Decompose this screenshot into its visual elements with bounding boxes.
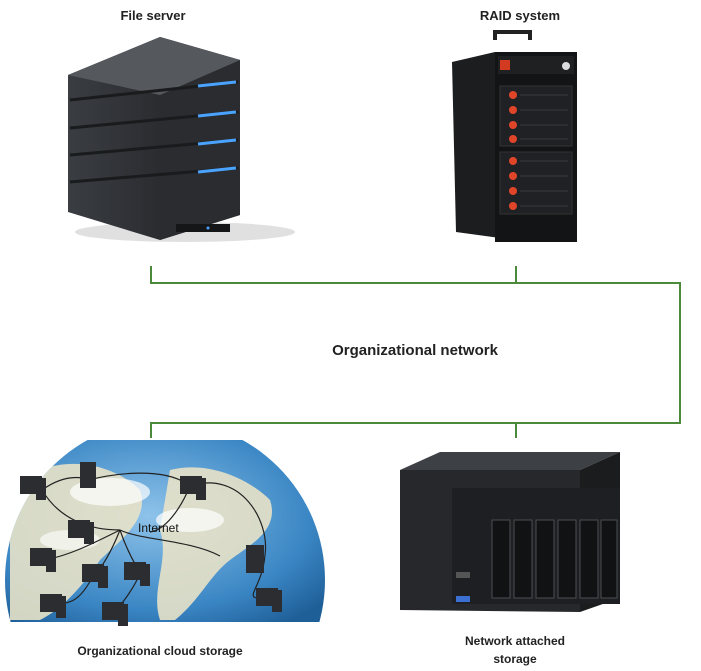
nas-label-line2: storage (493, 652, 537, 666)
internet-label: Internet (138, 521, 179, 535)
cloud-storage-label: Organizational cloud storage (77, 644, 243, 658)
computer-nodes (20, 462, 282, 626)
file-server-label: File server (120, 8, 186, 23)
raid-system-label: RAID system (479, 8, 561, 23)
network-label: Organizational network (332, 342, 498, 359)
network-bus-top (150, 266, 681, 424)
nas-device-icon (400, 452, 620, 612)
globe-network-icon: Internet (0, 440, 330, 640)
nas-label-line1: Network attached (464, 634, 566, 648)
network-lines (150, 266, 681, 438)
tower-server-icon (68, 37, 295, 242)
network-bus-bottom (150, 422, 517, 438)
raid-enclosure-icon (452, 30, 577, 242)
